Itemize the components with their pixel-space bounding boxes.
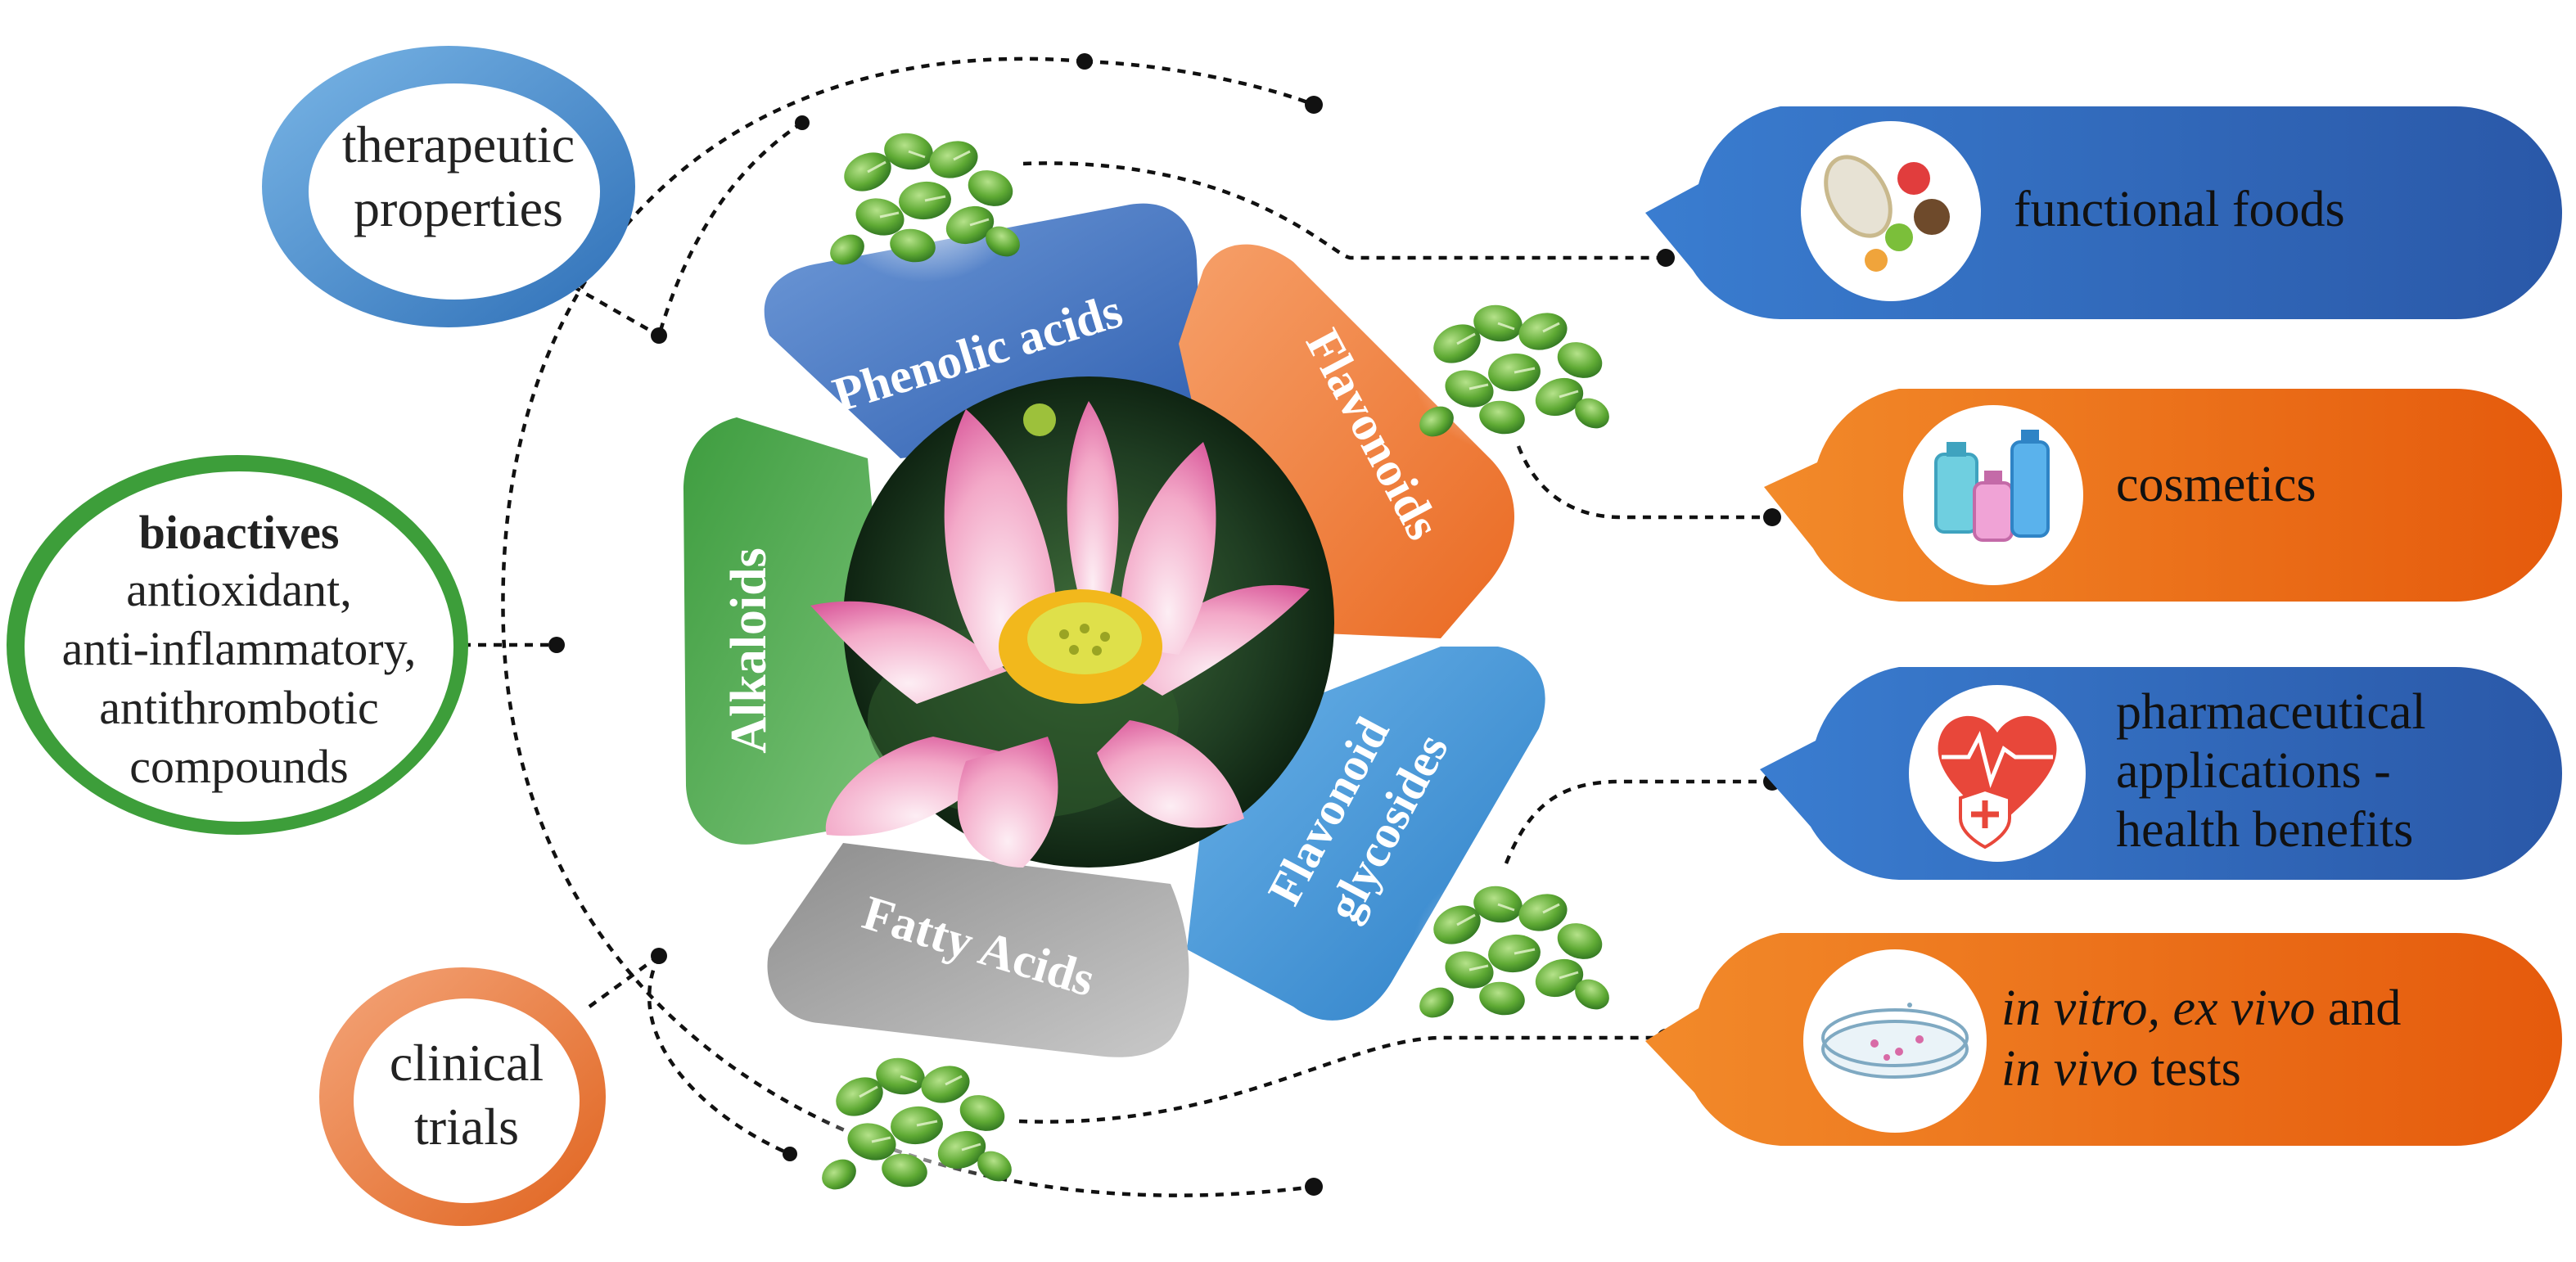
label-pharma-3: health benefits [2116, 802, 2413, 858]
label-pharma-2: applications - [2116, 743, 2391, 799]
petal-label-alkaloids: Alkaloids [721, 548, 777, 754]
dot-top-left [795, 115, 810, 130]
connector-pharma [1504, 779, 1772, 864]
dot-top [1076, 53, 1093, 70]
leaf-cluster-right-top [1410, 281, 1618, 456]
dot-top-right [1305, 96, 1323, 114]
connector-tests [1018, 1035, 1666, 1124]
petri-dish-icon [1821, 1003, 1969, 1079]
lotus-flower-image [810, 376, 1334, 868]
connector-cosmetics [1516, 445, 1772, 520]
callout-pharmaceutical: pharmaceutical applications - health ben… [1760, 667, 2562, 880]
dot-cosmetics [1763, 508, 1781, 526]
bioactives-line2: anti-inflammatory, [62, 622, 417, 675]
label-tests-2-plain: tests [2138, 1041, 2241, 1097]
connector-clinical [588, 954, 661, 1008]
label-tests-1-italic: in vitro, ex vivo [2001, 980, 2315, 1036]
dot-bottom-right [1305, 1178, 1323, 1196]
arc-bottom-left-branch [647, 955, 791, 1156]
bioactives-bubble: bioactives antioxidant, anti-inflammator… [7, 455, 468, 835]
dot-bottom-left [783, 1147, 797, 1161]
label-tests-2: in vivo tests [2001, 1041, 2241, 1097]
therapeutic-line1: therapeutic [342, 115, 575, 174]
bioactives-line4: compounds [129, 740, 348, 793]
callout-cosmetics: cosmetics [1764, 389, 2562, 602]
clinical-line2: trials [414, 1097, 519, 1156]
connector-lines [462, 56, 1772, 1197]
dot-therapeutic [651, 327, 667, 344]
therapeutic-line2: properties [354, 179, 563, 237]
cosmetics-bottles-icon [1934, 430, 2050, 542]
bioactives-title: bioactives [139, 506, 340, 559]
label-tests-2-italic: in vivo [2001, 1041, 2138, 1097]
food-icon [1824, 155, 1950, 272]
arc-top-branch [1084, 59, 1315, 107]
connector-therapeutic [571, 285, 661, 337]
leaf-cluster-bottom [813, 1034, 1021, 1209]
callout-tests: in vitro, ex vivo and in vivo tests [1645, 933, 2562, 1146]
label-pharma-1: pharmaceutical [2116, 684, 2426, 740]
heart-health-icon [1938, 715, 2057, 850]
label-functional-foods: functional foods [2014, 182, 2345, 237]
label-tests-1-plain: and [2315, 980, 2401, 1036]
bioactives-line3: antithrombotic [99, 681, 379, 734]
clinical-line1: clinical [390, 1034, 544, 1092]
petal-alkaloids: Alkaloids [683, 417, 900, 845]
callout-functional-foods: functional foods [1645, 106, 2562, 319]
therapeutic-properties-bubble: therapeutic properties [262, 46, 635, 327]
leaf-cluster-top [821, 109, 1029, 284]
clinical-trials-bubble: clinical trials [319, 967, 606, 1226]
bioactives-line1: antioxidant, [126, 563, 351, 616]
outer-arc [501, 56, 1315, 1197]
petal-fatty-acids: Fatty Acids [767, 843, 1189, 1057]
dot-clinical [651, 948, 667, 964]
dot-functional-foods [1657, 249, 1675, 267]
leaf-cluster-right-bottom [1410, 862, 1618, 1037]
label-cosmetics: cosmetics [2116, 457, 2317, 512]
label-tests-1: in vitro, ex vivo and [2001, 980, 2401, 1036]
dot-bioactives [548, 637, 565, 653]
connector-functional-foods [1022, 161, 1666, 260]
